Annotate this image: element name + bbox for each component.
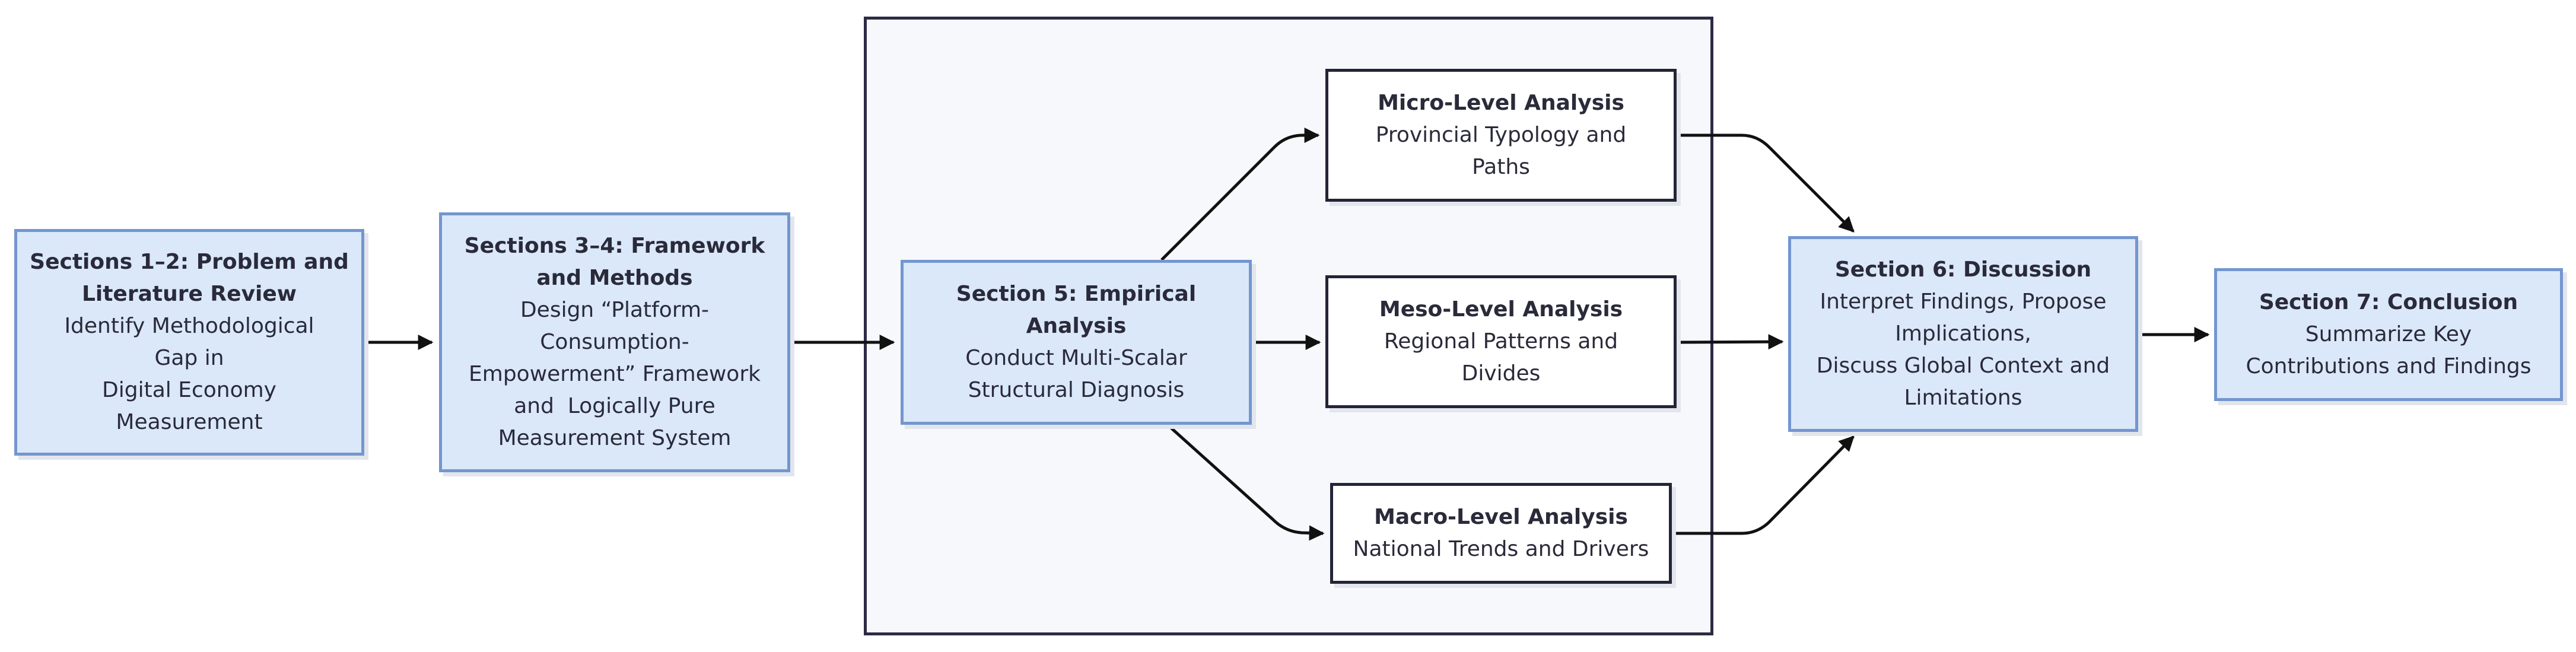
node-body-line: Divides [1461,361,1541,386]
node-title-line: Section 7: Conclusion [2259,290,2518,314]
node-body-line: Implications, [1895,322,2031,346]
node-title-line: Literature Review [81,282,297,306]
node-title-line: Analysis [1026,314,1127,338]
node-body-line: Paths [1472,155,1530,179]
node-title-line: Sections 1–2: Problem and [30,250,349,274]
node-body-line: National Trends and Drivers [1353,537,1649,561]
node-title-line: Section 6: Discussion [1834,257,2092,282]
node-body-line: Provincial Typology and [1375,123,1627,147]
edge-s5-to-macro [1166,424,1325,541]
node-body-line: Interpret Findings, Propose [1820,290,2107,314]
node-section-6: Section 6: Discussion Interpret Findings… [1788,236,2138,432]
node-body-line: Conduct Multi-Scalar [965,346,1187,370]
node-body-line: Design “Platform- [520,298,710,322]
node-body-line: Consumption- [540,330,689,354]
node-sections-1-2: Sections 1–2: Problem and Literature Rev… [14,229,364,456]
node-section-7: Section 7: Conclusion Summarize Key Cont… [2214,268,2563,401]
node-body-line: Empowerment” Framework [469,362,761,386]
node-body-line: Measurement System [498,426,732,450]
node-body-line: Contributions and Findings [2246,354,2532,379]
node-title-line: Meso-Level Analysis [1379,297,1623,322]
edge-macro-to-s6 [1672,435,1855,535]
node-section-5: Section 5: Empirical Analysis Conduct Mu… [901,260,1252,425]
node-sections-3-4: Sections 3–4: Framework and Methods Desi… [439,212,790,472]
node-body-line: Measurement [116,410,263,434]
node-body-line: and Logically Pure [514,394,715,418]
node-body-line: Gap in [154,346,224,370]
node-title-line: Sections 3–4: Framework [464,234,765,258]
node-micro-level: Micro-Level Analysis Provincial Typology… [1325,69,1677,202]
node-body-line: Regional Patterns and [1384,329,1618,354]
node-meso-level: Meso-Level Analysis Regional Patterns an… [1325,275,1677,408]
node-title-line: Section 5: Empirical [956,282,1197,306]
node-body-line: Structural Diagnosis [968,378,1185,402]
node-title-line: and Methods [536,266,693,290]
node-body-line: Identify Methodological [64,314,314,338]
edge-s5-to-micro [1160,128,1320,261]
node-body-line: Digital Economy [102,378,276,402]
node-body-line: Summarize Key [2305,322,2472,346]
edge-micro-to-s6 [1677,133,1855,233]
node-body-line: Limitations [1904,386,2022,410]
node-title-line: Micro-Level Analysis [1378,91,1624,115]
node-title-line: Macro-Level Analysis [1374,505,1628,529]
node-macro-level: Macro-Level Analysis National Trends and… [1330,483,1672,584]
node-body-line: Discuss Global Context and [1816,354,2110,378]
